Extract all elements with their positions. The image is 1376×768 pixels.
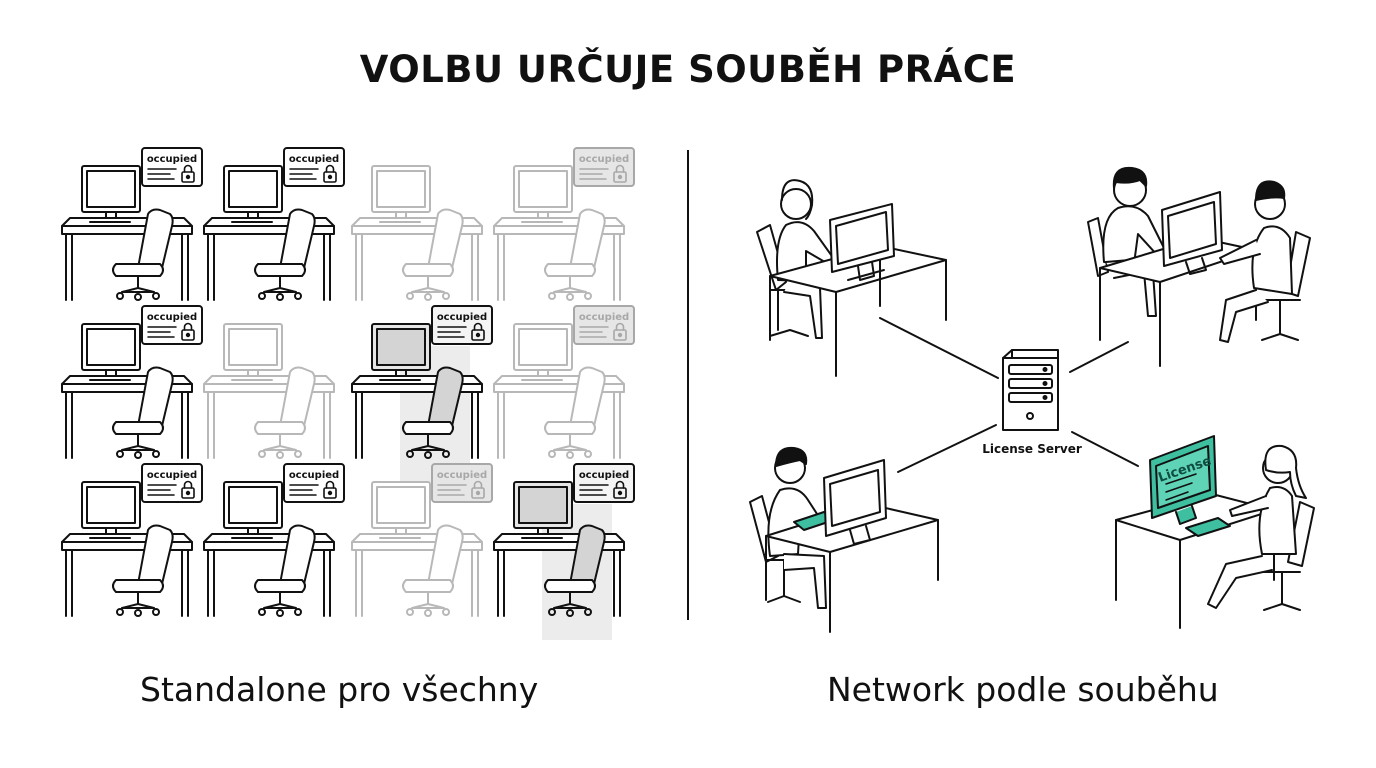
occupied-badge-label: occupied — [579, 154, 629, 165]
occupied-badge: occupied — [574, 306, 634, 344]
occupied-badge: occupied — [432, 306, 492, 344]
occupied-badge-label: occupied — [579, 312, 629, 323]
license-server-icon — [1003, 350, 1058, 430]
network-link-top-right — [1070, 342, 1128, 372]
occupied-badge-label: occupied — [579, 470, 629, 481]
workstation: occupied — [494, 148, 634, 300]
network-caption: Network podle souběhu — [827, 670, 1219, 709]
occupied-badge: occupied — [574, 464, 634, 502]
network-user-bottom-left — [750, 448, 938, 632]
workstation — [352, 166, 482, 300]
occupied-badge: occupied — [432, 464, 492, 502]
network-user-top-left — [757, 180, 946, 376]
standalone-workstation-grid: occupied occupied occupied occupied occupied… — [62, 148, 634, 640]
workstation: occupied — [62, 306, 202, 458]
occupied-badge-label: occupied — [437, 470, 487, 481]
workstation: occupied — [62, 148, 202, 300]
license-server-label: License Server — [982, 442, 1082, 456]
standalone-caption: Standalone pro všechny — [140, 670, 538, 709]
network-user-bottom-right — [1116, 436, 1314, 628]
occupied-badge: occupied — [142, 464, 202, 502]
workstation: occupied — [204, 148, 344, 300]
workstation: occupied — [494, 306, 634, 458]
occupied-badge: occupied — [284, 464, 344, 502]
network-panel — [750, 168, 1314, 632]
occupied-badge: occupied — [142, 306, 202, 344]
occupied-badge: occupied — [574, 148, 634, 186]
workstation: occupied — [494, 464, 634, 640]
occupied-badge-label: occupied — [289, 470, 339, 481]
occupied-badge: occupied — [142, 148, 202, 186]
occupied-badge-label: occupied — [147, 312, 197, 323]
workstation: occupied — [204, 464, 344, 616]
occupied-badge-label: occupied — [147, 154, 197, 165]
workstation — [204, 324, 334, 458]
occupied-badge-label: occupied — [437, 312, 487, 323]
occupied-badge-label: occupied — [289, 154, 339, 165]
network-link-top-left — [880, 318, 998, 378]
occupied-badge: occupied — [284, 148, 344, 186]
network-users-top-right — [1088, 168, 1310, 366]
workstation: occupied — [352, 464, 492, 616]
network-link-bottom-right — [1072, 432, 1138, 466]
workstation: occupied — [352, 306, 492, 482]
workstation: occupied — [62, 464, 202, 616]
occupied-badge-label: occupied — [147, 470, 197, 481]
